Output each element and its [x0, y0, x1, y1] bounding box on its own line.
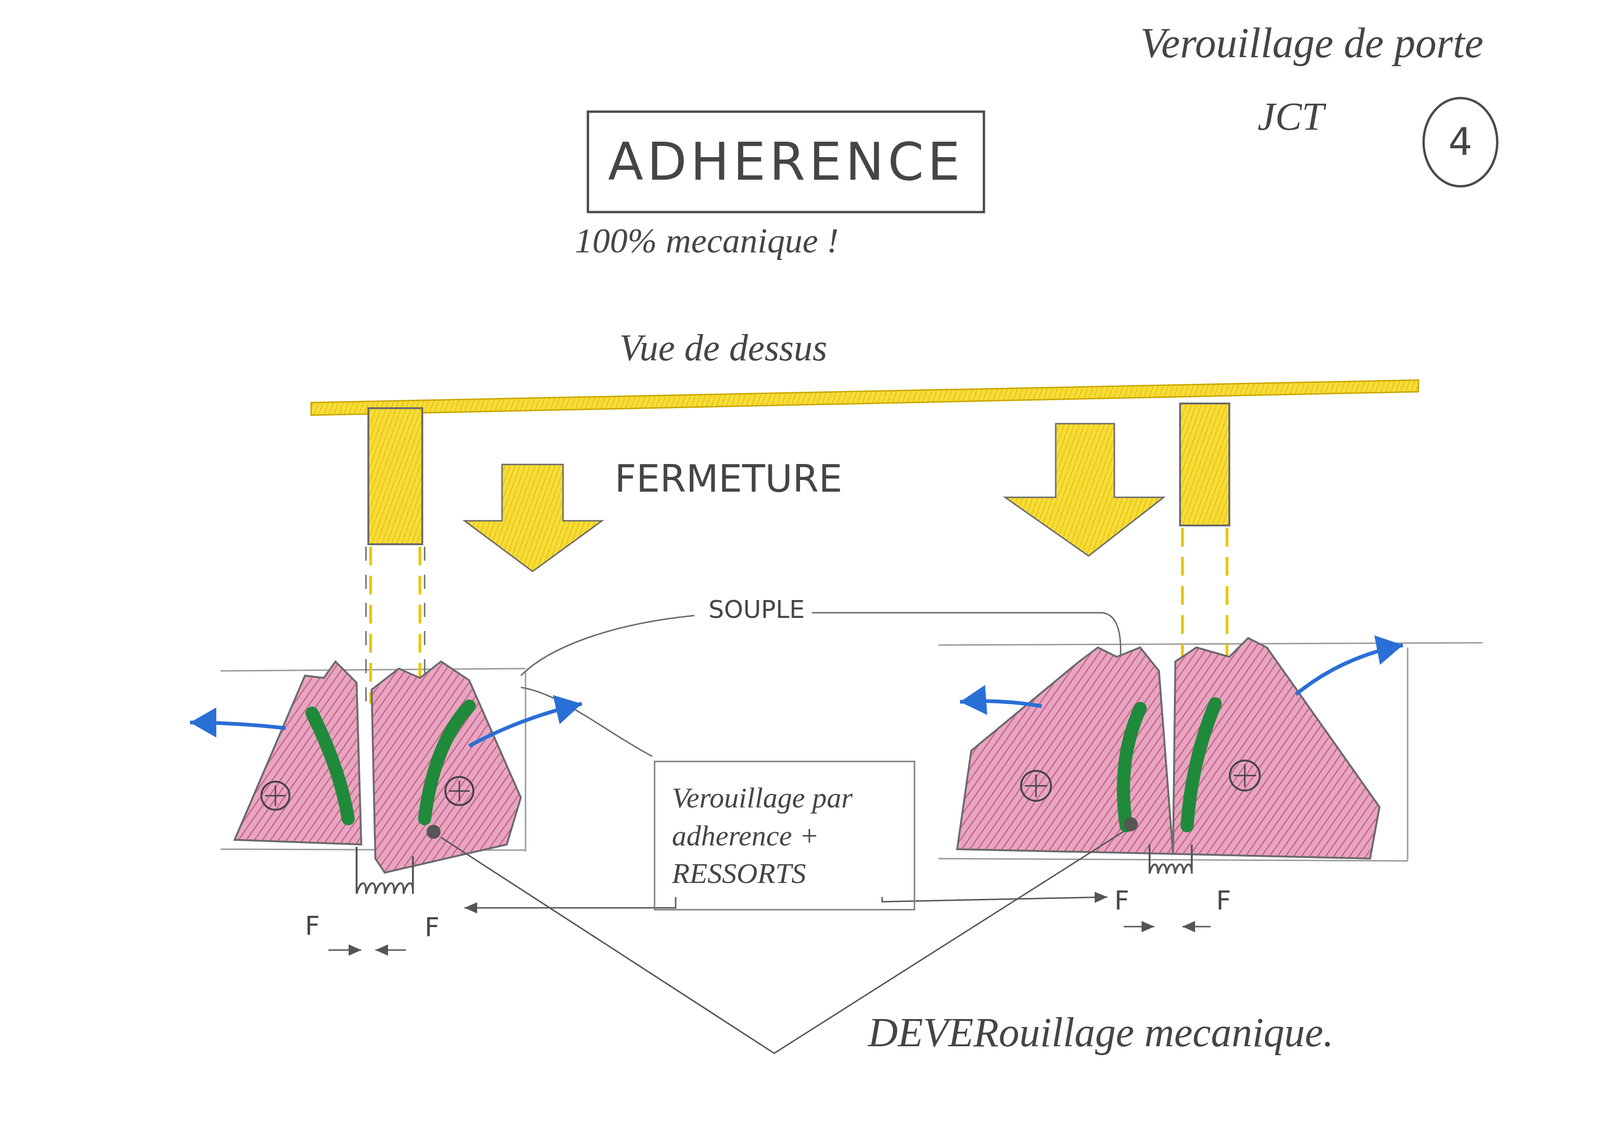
door-post: [368, 408, 423, 545]
door-beam: [311, 380, 1419, 416]
note-box: Verouillage par adherence + RESSORTS: [653, 760, 916, 912]
closing-arrow: [464, 464, 602, 572]
page-number-circle-text: 4: [1448, 119, 1473, 165]
force-label: F: [1114, 885, 1130, 916]
note-text: 100% mecanique !: [574, 220, 839, 261]
force-label: F: [1216, 885, 1232, 916]
title-box-text: ADHERENCE: [608, 130, 965, 193]
cam-right: [957, 638, 1380, 859]
note-box-text: Verouillage par adherence + RESSORTS: [671, 778, 898, 893]
motion-arrow: [190, 645, 1403, 747]
part-label: SOUPLE: [703, 595, 810, 625]
sketch-title: Verouillage de porte: [1140, 18, 1484, 68]
motion-label: FERMETURE: [614, 457, 843, 501]
closing-arrow: [1005, 423, 1164, 557]
view-label: Vue de dessus: [619, 326, 828, 370]
cam-left: [234, 661, 521, 873]
door-post: [1180, 403, 1230, 526]
title-box: ADHERENCE: [586, 110, 986, 214]
author-initials: JCT: [1257, 93, 1325, 140]
force-arrow: [328, 926, 1211, 951]
force-label: F: [424, 912, 440, 943]
page-number-circle: 4: [1421, 96, 1500, 189]
function-label: DEVERouillage mecanique.: [868, 1008, 1334, 1057]
force-label: F: [304, 911, 320, 941]
